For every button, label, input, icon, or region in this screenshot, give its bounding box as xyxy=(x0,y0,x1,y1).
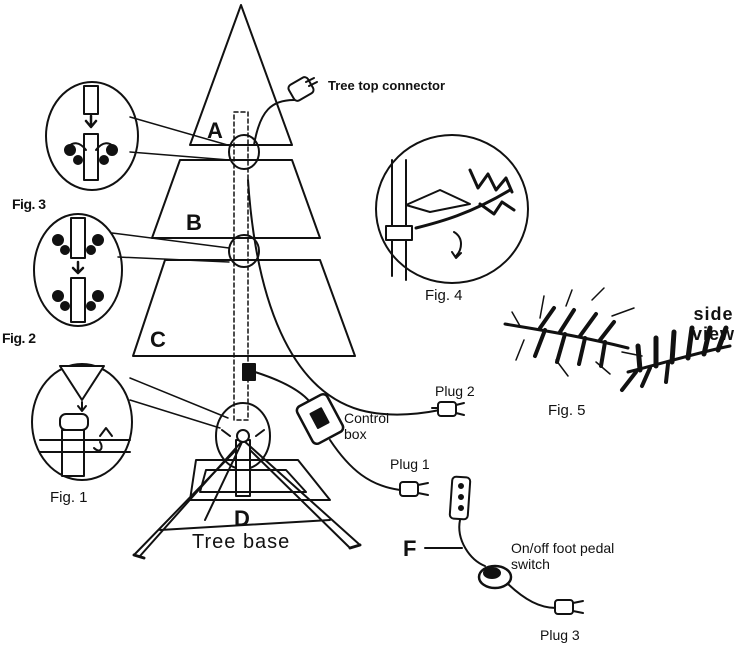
section-c-trapezoid xyxy=(132,259,356,357)
plug1-label: Plug 1 xyxy=(390,456,430,472)
section-a-label: A xyxy=(207,118,223,143)
side-view-line1: side xyxy=(693,304,734,324)
section-f-label: F xyxy=(403,536,417,561)
plug3-shape xyxy=(554,599,584,615)
plug3-label: Plug 3 xyxy=(540,627,580,643)
fig3-label: Fig. 3 xyxy=(12,196,46,212)
switch-cable-a xyxy=(458,519,486,567)
fig2-detail xyxy=(52,217,104,323)
fig1-label: Fig. 1 xyxy=(50,489,88,506)
fig4-detail xyxy=(385,159,516,281)
switch-cable-b xyxy=(507,583,557,609)
fig4-label: Fig. 4 xyxy=(425,287,463,304)
fig5-branch-side xyxy=(620,325,732,392)
fig4-circle xyxy=(375,134,529,284)
fig1-circle xyxy=(31,363,133,481)
section-b-trapezoid xyxy=(151,159,321,239)
top-connector-cable xyxy=(253,99,295,146)
tree-base-stand xyxy=(132,429,362,560)
fig3-callout xyxy=(129,116,232,161)
switch-label: On/off foot pedal switch xyxy=(511,540,614,572)
fig1-callout xyxy=(129,377,229,429)
switch-line1: On/off foot pedal xyxy=(511,540,615,556)
section-b-label: B xyxy=(186,210,202,235)
plug2-cable xyxy=(247,179,441,416)
fig2-label: Fig. 2 xyxy=(2,330,36,346)
control-box-line1: Control xyxy=(344,410,390,426)
joint-circle-ab xyxy=(228,134,260,170)
top-connector-plug xyxy=(287,76,315,102)
control-box-label: Control box xyxy=(344,410,389,442)
plug1-shape xyxy=(399,481,429,497)
fig2-circle xyxy=(33,213,123,327)
tree-base-label: Tree base xyxy=(192,531,291,553)
control-cable-a xyxy=(254,371,311,403)
fig3-circle xyxy=(45,81,139,191)
control-cable-b xyxy=(329,439,401,491)
plug2-label: Plug 2 xyxy=(435,383,475,399)
fig2-callout xyxy=(111,232,230,263)
side-view-label: side view xyxy=(692,304,735,344)
control-box-line2: box xyxy=(344,426,367,442)
pole-connector xyxy=(242,363,256,381)
fig5-label: Fig. 5 xyxy=(548,402,586,419)
fig3-detail xyxy=(64,85,118,181)
joint-circle-bc xyxy=(228,234,260,268)
plug2-shape xyxy=(431,401,465,417)
section-d-label: D xyxy=(234,506,250,531)
side-view-line2: view xyxy=(692,324,736,344)
fig1-detail xyxy=(39,365,131,477)
section-a-cone xyxy=(189,4,293,146)
tree-top-connector-label: Tree top connector xyxy=(328,78,446,93)
fig5-branch-flat xyxy=(503,287,643,377)
section-c-label: C xyxy=(150,327,166,352)
switch-line2: switch xyxy=(511,556,550,572)
